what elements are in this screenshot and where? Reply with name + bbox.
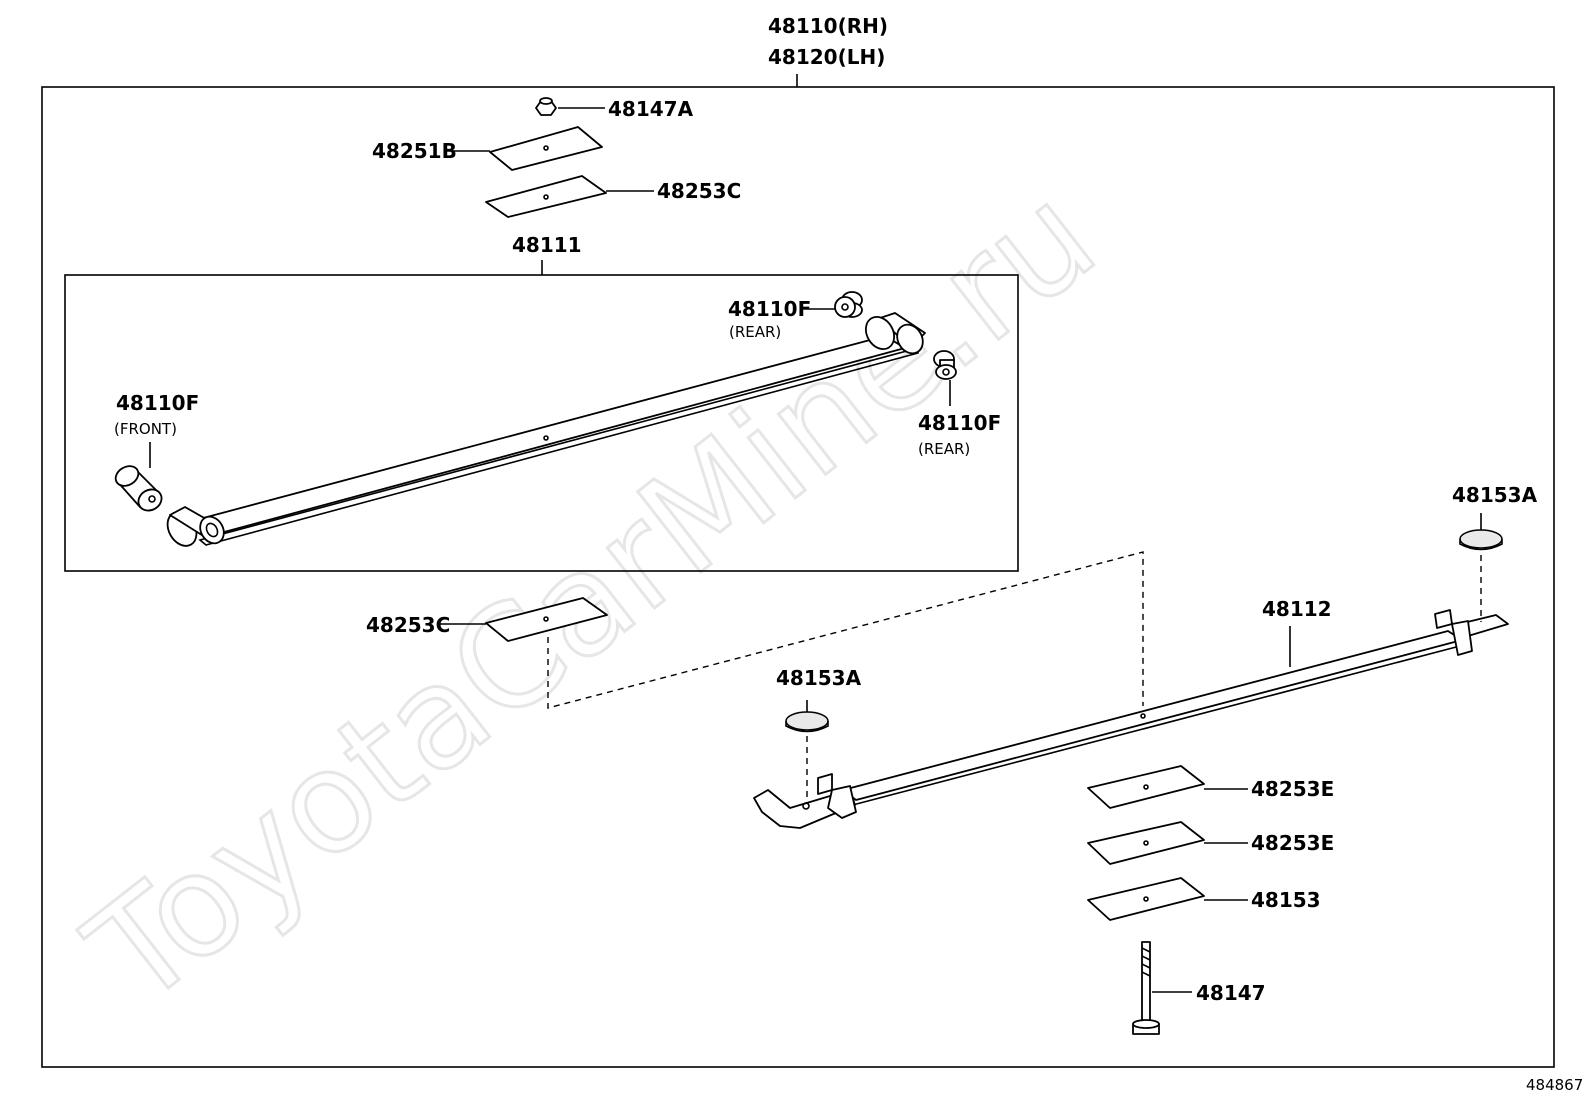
label-48112: 48112 xyxy=(1262,597,1332,621)
diagram-reference-number: 484867 xyxy=(1526,1076,1583,1094)
subassembly-frame-48111 xyxy=(64,274,1019,572)
assembly-label-lh: 48120(LH) xyxy=(768,45,885,69)
label-48253c-mid: 48253C xyxy=(366,613,450,637)
plate-48251b xyxy=(489,126,603,171)
label-48153: 48153 xyxy=(1251,888,1321,912)
plate-48253e-2-hole xyxy=(1143,840,1149,846)
note-rear-right: (REAR) xyxy=(918,440,970,458)
label-48111: 48111 xyxy=(512,233,582,257)
label-48110f-rear-top: 48110F xyxy=(728,297,811,321)
cap-48153a-left xyxy=(785,711,829,733)
plate-48153 xyxy=(1087,877,1205,921)
label-48251b: 48251B xyxy=(372,139,457,163)
label-48253e-2: 48253E xyxy=(1251,831,1334,855)
label-48153a-right: 48153A xyxy=(1452,483,1538,507)
plate-48253c-top xyxy=(485,175,607,218)
label-48110f-rear-right: 48110F xyxy=(918,411,1001,435)
alignment-dashed-line xyxy=(547,551,1144,709)
leaf-spring-48112 xyxy=(753,609,1509,829)
plate-48253e-2 xyxy=(1087,821,1205,865)
nut-48147a xyxy=(535,97,557,116)
label-48253e-1: 48253E xyxy=(1251,777,1334,801)
plate-48153-hole xyxy=(1143,896,1149,902)
plate-48253e-1 xyxy=(1087,765,1205,809)
label-48253c-top: 48253C xyxy=(657,179,741,203)
plate-48253c-top-hole xyxy=(543,194,549,200)
plate-48251b-hole xyxy=(543,145,549,151)
watermark: ToyotaCarMine.ru xyxy=(58,154,1126,1039)
plate-48253c-mid-hole xyxy=(543,616,549,622)
label-48147a: 48147A xyxy=(608,97,694,121)
label-48147: 48147 xyxy=(1196,981,1266,1005)
label-48110f-front: 48110F xyxy=(116,391,199,415)
cap-48153a-right xyxy=(1459,529,1503,551)
assembly-label-rh: 48110(RH) xyxy=(768,14,888,38)
bushing-48110f-front xyxy=(114,465,163,512)
leaf-spring-48111 xyxy=(166,312,926,547)
bushing-48110f-rear-top xyxy=(834,291,863,318)
bolt-48147 xyxy=(1132,941,1160,1035)
plate-48253c-mid xyxy=(485,597,608,642)
note-rear-top: (REAR) xyxy=(729,323,781,341)
plate-48253e-1-hole xyxy=(1143,784,1149,790)
bushing-48110f-rear-right xyxy=(933,350,957,380)
svg-text:ToyotaCarMine.ru: ToyotaCarMine.ru xyxy=(60,155,1125,1037)
label-48153a-left: 48153A xyxy=(776,666,862,690)
note-front: (FRONT) xyxy=(114,420,177,438)
assembly-frame xyxy=(41,86,1555,1068)
